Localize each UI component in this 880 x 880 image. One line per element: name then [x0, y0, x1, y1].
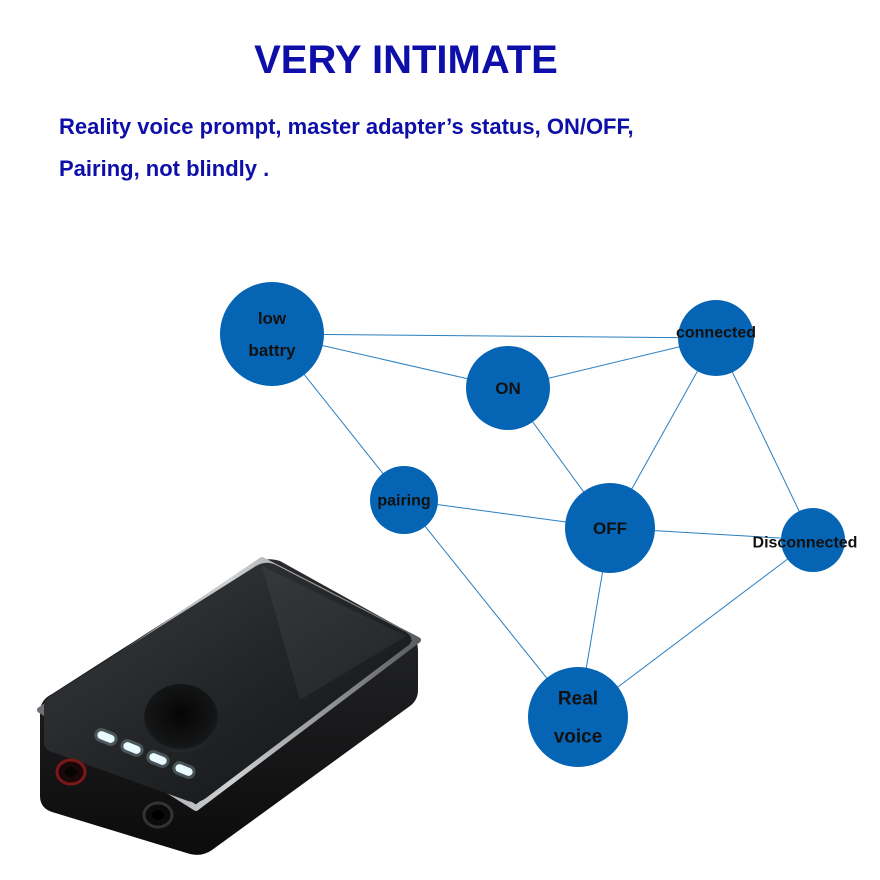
subtitle-line-2: Pairing, not blindly . [59, 156, 270, 181]
node-label-connected: connected [676, 325, 756, 342]
node-label-real-voice: voice [554, 727, 603, 748]
node-off: OFF [565, 483, 655, 573]
node-label-on: ON [495, 379, 521, 398]
node-label-disconnected: Disconnected [753, 535, 858, 552]
node-circle-pairing [370, 466, 438, 534]
node-circle-disconnected [781, 508, 845, 572]
node-on: ON [466, 346, 550, 430]
node-connected: connected [676, 300, 756, 376]
node-label-off: OFF [593, 519, 627, 538]
node-circle-connected [678, 300, 754, 376]
led-indicator-icon [97, 731, 115, 743]
node-circle-low-battery [220, 282, 324, 386]
led-indicator-icon [149, 753, 167, 765]
bluetooth-adapter-device-icon [37, 557, 421, 855]
led-indicators [94, 728, 196, 779]
led-indicator-icon [175, 764, 193, 776]
node-label-low-battery: battry [248, 341, 296, 360]
node-circle-on [466, 346, 550, 430]
node-disconnected: Disconnected [753, 508, 858, 572]
node-circle-real-voice [528, 667, 628, 767]
node-circle-off [565, 483, 655, 573]
node-real-voice: Real voice [528, 667, 628, 767]
node-pairing: pairing [370, 466, 438, 534]
node-label-real-voice: Real [558, 689, 598, 710]
page-title: VERY INTIMATE [254, 38, 558, 82]
node-low-battery: low battry [220, 282, 324, 386]
node-label-pairing: pairing [377, 493, 430, 510]
subtitle-line-1: Reality voice prompt, master adapter’s s… [59, 114, 634, 139]
power-button-icon [144, 684, 218, 752]
node-label-low-battery: low [258, 309, 287, 328]
edge-low-battery-connected [271, 333, 717, 339]
led-indicator-icon [123, 742, 141, 754]
